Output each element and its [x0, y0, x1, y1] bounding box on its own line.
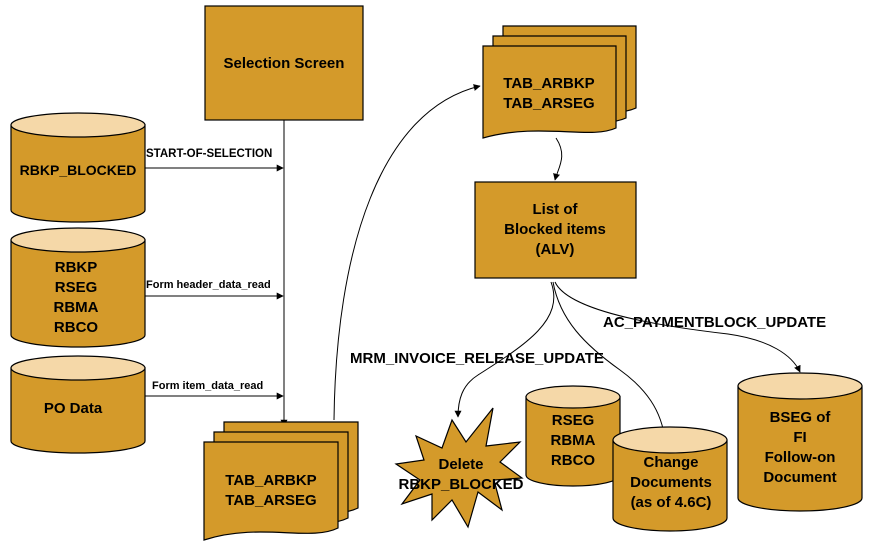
label-start-of-selection: START-OF-SELECTION — [146, 148, 272, 160]
tab-docs-top: TAB_ARBKP TAB_ARSEG — [482, 25, 637, 139]
delete-line-2: RBKP_BLOCKED — [398, 476, 523, 493]
selection-screen-box: Selection Screen — [204, 5, 364, 121]
change-docs-line-2: Documents — [630, 474, 712, 491]
alv-list-box: List of Blocked items (ALV) — [474, 181, 637, 279]
delete-starburst: Delete RBKP_BLOCKED — [394, 407, 524, 529]
delete-line-1: Delete — [438, 456, 483, 473]
tab-docs-bottom: TAB_ARBKP TAB_ARSEG — [203, 421, 359, 541]
tab-docs-bottom-line-1: TAB_ARBKP — [225, 472, 316, 489]
alv-line-3: (ALV) — [536, 241, 575, 258]
bseg-line-2: FI — [793, 429, 806, 446]
tab-docs-bottom-line-2: TAB_ARSEG — [225, 492, 316, 509]
rbkp-group-line-3: RBMA — [54, 299, 99, 316]
change-docs-line-3: (as of 4.6C) — [631, 494, 712, 511]
alv-line-1: List of — [533, 201, 579, 218]
edge-to-top-docs — [333, 84, 481, 421]
edge-labels: START-OF-SELECTION Form header_data_read… — [146, 148, 826, 392]
rseg-group-line-1: RSEG — [552, 412, 595, 429]
alv-line-2: Blocked items — [504, 221, 606, 238]
tab-docs-top-line-1: TAB_ARBKP — [503, 75, 594, 92]
label-item-read: Form item_data_read — [152, 380, 263, 392]
rbkp-group-line-2: RSEG — [55, 279, 98, 296]
rseg-group-line-2: RBMA — [551, 432, 596, 449]
tab-docs-top-line-2: TAB_ARSEG — [503, 95, 594, 112]
edge-to-bseg — [554, 281, 801, 373]
edge-docs-to-alv — [553, 137, 563, 181]
rbkp-group-line-4: RBCO — [54, 319, 98, 336]
selection-screen-label: Selection Screen — [224, 55, 345, 72]
edge-to-delete — [454, 281, 555, 418]
po-data-cylinder: PO Data — [10, 355, 146, 454]
rbkp-blocked-label: RBKP_BLOCKED — [20, 162, 137, 178]
rseg-group-line-3: RBCO — [551, 452, 595, 469]
rbkp-group-line-1: RBKP — [55, 259, 98, 276]
label-release-update: MRM_INVOICE_RELEASE_UPDATE — [350, 350, 604, 367]
change-docs-line-1: Change — [643, 454, 698, 471]
po-data-label: PO Data — [44, 400, 103, 417]
bseg-line-4: Document — [763, 469, 836, 486]
label-header-read: Form header_data_read — [146, 279, 271, 291]
change-documents-cylinder: Change Documents (as of 4.6C) — [612, 426, 728, 532]
bseg-cylinder: BSEG of FI Follow-on Document — [737, 372, 863, 512]
rbkp-tables-cylinder: RBKP RSEG RBMA RBCO — [10, 227, 146, 348]
rseg-tables-cylinder: RSEG RBMA RBCO — [525, 385, 621, 487]
connectors — [145, 84, 801, 442]
bseg-line-3: Follow-on — [765, 449, 836, 466]
rbkp-blocked-cylinder: RBKP_BLOCKED — [10, 112, 146, 223]
edge-to-change-docs — [552, 281, 668, 442]
label-paymentblock-update: AC_PAYMENTBLOCK_UPDATE — [603, 314, 826, 331]
bseg-line-1: BSEG of — [770, 409, 832, 426]
